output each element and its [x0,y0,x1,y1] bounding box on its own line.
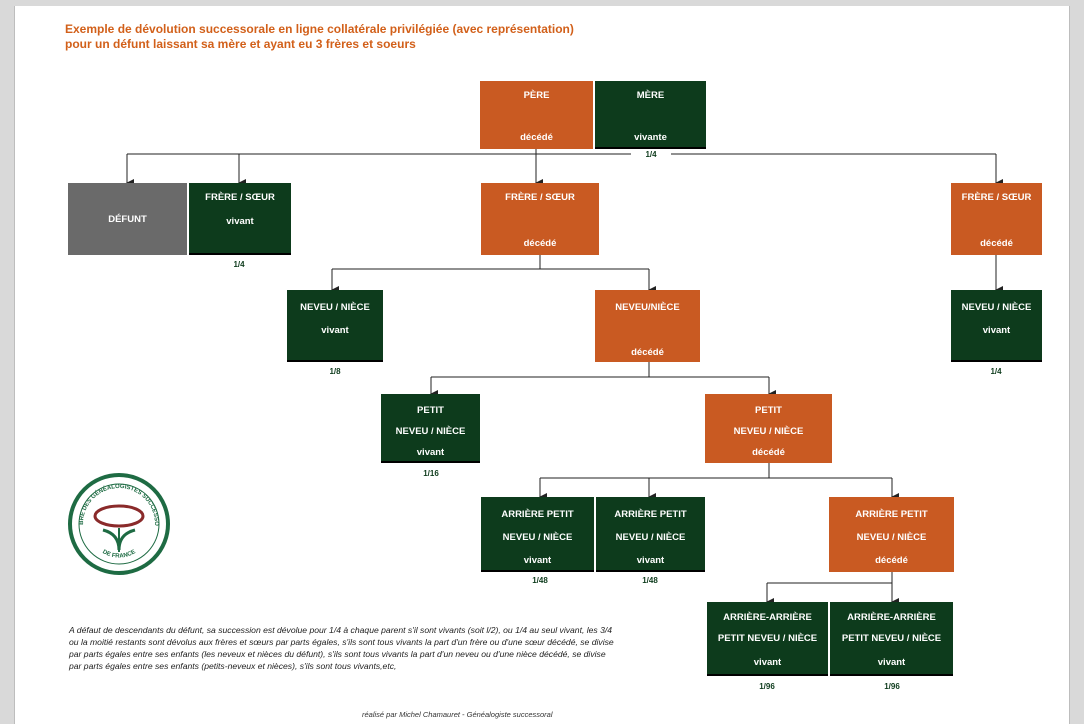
node-aa1-status: vivant [753,657,782,668]
neveu1-share: 1/8 [329,367,341,376]
node-aa2: ARRIÈRE-ARRIÈRE PETIT NEVEU / NIÈCE viva… [830,602,953,676]
node-neveu2-status: décédé [631,347,664,358]
node-frere3: FRÈRE / SŒUR décédé [951,183,1042,255]
diagram-page: Exemple de dévolution successorale en li… [14,6,1070,724]
node-frere2-status: décédé [523,238,557,249]
node-aa1-line1: ARRIÈRE-ARRIÈRE [723,612,812,623]
svg-text:DE FRANCE: DE FRANCE [101,549,136,560]
node-petit1-status: vivant [416,447,445,458]
frere1-share: 1/4 [233,260,245,269]
node-neveu3-status: vivant [982,325,1011,336]
node-arr2-line1: ARRIÈRE PETIT [614,509,687,520]
node-frere3-label: FRÈRE / SŒUR [961,192,1032,203]
node-aa1: ARRIÈRE-ARRIÈRE PETIT NEVEU / NIÈCE viva… [707,602,828,676]
node-pere-label: PÈRE [523,90,550,101]
node-arr3-status: décédé [875,555,908,566]
node-arr1-status: vivant [523,555,552,566]
node-defunt: DÉFUNT [68,183,187,255]
node-arr1-line2: NEVEU / NIÈCE [502,532,573,543]
aa2-share: 1/96 [884,682,900,691]
arr1-share: 1/48 [532,576,548,585]
node-pere-status: décédé [520,132,553,143]
connector-lines [126,149,1003,606]
node-frere3-status: décédé [980,238,1013,249]
chambre-genealogistes-logo: CHAMBRE DES GÉNÉALOGISTES SUCCESSORAUX D… [67,472,170,575]
node-neveu1: NEVEU / NIÈCE vivant [287,290,383,362]
petit1-share: 1/16 [423,469,439,478]
node-neveu1-label: NEVEU / NIÈCE [300,302,370,313]
title-line-1: Exemple de dévolution successorale en li… [65,22,574,36]
node-mere-label: MÈRE [636,90,665,101]
node-petit2-status: décédé [752,447,785,458]
logo-text-bottom: DE FRANCE [101,549,136,560]
node-arr2-status: vivant [636,555,665,566]
node-mere-status: vivante [634,132,667,143]
node-frere1-label: FRÈRE / SŒUR [205,192,275,203]
node-arr3: ARRIÈRE PETIT NEVEU / NIÈCE décédé [829,497,954,572]
node-petit2-line1: PETIT [755,405,782,416]
node-neveu3: NEVEU / NIÈCE vivant [951,290,1042,362]
node-arr1: ARRIÈRE PETIT NEVEU / NIÈCE vivant [481,497,594,572]
node-neveu3-label: NEVEU / NIÈCE [961,302,1032,313]
node-defunt-label: DÉFUNT [108,214,147,225]
node-petit1: PETIT NEVEU / NIÈCE vivant [381,394,480,463]
node-aa2-line2: PETIT NEVEU / NIÈCE [841,633,942,644]
explanatory-note: A défaut de descendants du défunt, sa su… [69,625,614,671]
neveu3-share: 1/4 [990,367,1002,376]
node-arr3-line2: NEVEU / NIÈCE [856,532,927,543]
node-neveu2: NEVEU/NIÈCE décédé [595,290,700,362]
aa1-share: 1/96 [759,682,775,691]
node-aa2-line1: ARRIÈRE-ARRIÈRE [847,612,936,623]
node-frere2: FRÈRE / SŒUR décédé [481,183,599,255]
node-frere1: FRÈRE / SŒUR vivant [189,183,291,255]
node-arr1-line1: ARRIÈRE PETIT [501,509,574,520]
node-aa1-line2: PETIT NEVEU / NIÈCE [717,633,818,644]
mother-share: 1/4 [631,150,671,159]
node-petit1-line2: NEVEU / NIÈCE [395,426,466,437]
node-petit2: PETIT NEVEU / NIÈCE décédé [705,394,832,463]
title-line-2: pour un défunt laissant sa mère et ayant… [65,37,416,51]
node-arr3-line1: ARRIÈRE PETIT [855,509,928,520]
node-arr2-line2: NEVEU / NIÈCE [615,532,686,543]
node-frere2-label: FRÈRE / SŒUR [505,192,575,203]
node-aa2-status: vivant [877,657,906,668]
node-arr2: ARRIÈRE PETIT NEVEU / NIÈCE vivant [596,497,705,572]
node-mere: MÈRE vivante [595,81,706,149]
node-frere1-status: vivant [226,216,254,227]
node-neveu1-status: vivant [321,325,349,336]
node-neveu2-label: NEVEU/NIÈCE [615,302,680,313]
node-petit1-line1: PETIT [417,405,444,416]
node-pere: PÈRE décédé [480,81,593,149]
author-credit: réalisé par Michel Chamauret - Généalogi… [362,710,553,719]
arr2-share: 1/48 [642,576,658,585]
node-petit2-line2: NEVEU / NIÈCE [733,426,804,437]
